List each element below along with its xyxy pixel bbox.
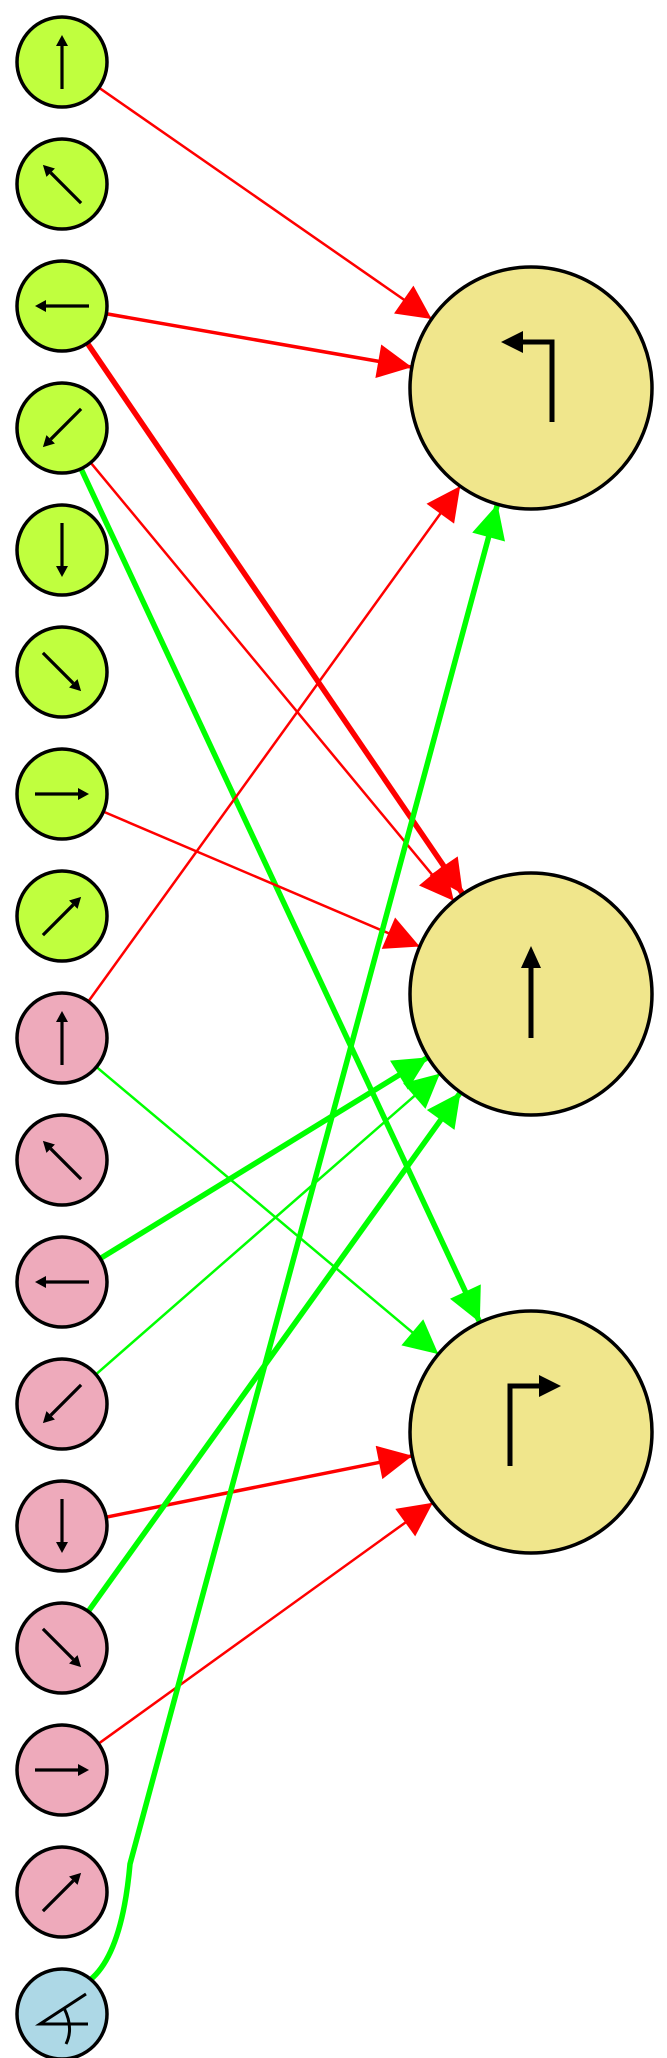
arrow-right-icon bbox=[35, 1764, 89, 1776]
output-node-out-left bbox=[408, 265, 654, 511]
arrow-up-icon bbox=[56, 1011, 68, 1065]
output-node-out-right bbox=[408, 1309, 654, 1555]
input-node-p-down-right bbox=[15, 1601, 109, 1695]
input-node-p-right bbox=[15, 1723, 109, 1817]
arrow-down-icon bbox=[56, 523, 68, 577]
arrow-down-left-icon bbox=[42, 1383, 83, 1424]
input-node-g-left bbox=[15, 259, 109, 353]
input-node-p-up-right bbox=[15, 1845, 109, 1939]
input-node-g-down-left bbox=[15, 381, 109, 475]
input-node-p-up bbox=[15, 991, 109, 1085]
arrow-up-right-icon bbox=[41, 1872, 82, 1913]
arrow-up-left-icon bbox=[42, 1140, 83, 1181]
forward-icon bbox=[521, 946, 541, 1038]
arrow-left-icon bbox=[35, 300, 89, 312]
edges-layer bbox=[78, 86, 506, 1983]
edge-p-down-right-to-out-forward bbox=[85, 1090, 463, 1614]
edge-p-left-to-out-forward bbox=[98, 1054, 430, 1261]
edge-p-right-to-out-right bbox=[97, 1501, 434, 1745]
arrow-down-icon bbox=[56, 1499, 68, 1553]
arrow-down-right-icon bbox=[41, 1627, 82, 1668]
arrow-down-left-icon bbox=[42, 407, 83, 448]
input-node-g-up bbox=[15, 15, 109, 109]
edge-g-left-to-out-left bbox=[106, 312, 413, 379]
input-node-b-angle bbox=[15, 1967, 109, 2058]
turn-left-icon bbox=[501, 331, 555, 422]
input-node-g-down bbox=[15, 503, 109, 597]
edge-p-down-left-to-out-forward bbox=[95, 1072, 441, 1376]
turn-right-icon bbox=[507, 1375, 561, 1466]
nodes-layer bbox=[15, 15, 654, 2058]
edge-g-down-left-to-out-forward bbox=[89, 461, 455, 902]
input-node-p-up-left bbox=[15, 1113, 109, 1207]
edge-g-left-to-out-forward bbox=[85, 341, 466, 896]
edge-p-down-to-out-right bbox=[105, 1445, 413, 1519]
arrow-up-icon bbox=[56, 35, 68, 89]
edge-g-up-to-out-left bbox=[98, 86, 433, 320]
input-node-p-down-left bbox=[15, 1357, 109, 1451]
arrow-down-right-icon bbox=[41, 651, 82, 692]
input-node-g-right bbox=[15, 747, 109, 841]
angle-icon bbox=[34, 1992, 88, 2045]
input-node-p-left bbox=[15, 1235, 109, 1329]
edge-g-down-left-to-out-right bbox=[78, 467, 483, 1324]
output-node-out-forward bbox=[408, 871, 654, 1117]
edge-g-right-to-out-forward bbox=[102, 810, 421, 949]
arrow-right-icon bbox=[35, 788, 89, 800]
arrow-left-icon bbox=[35, 1276, 89, 1288]
edge-p-up-to-out-left bbox=[87, 485, 462, 1003]
input-node-g-down-right bbox=[15, 625, 109, 719]
input-node-g-up-left bbox=[15, 137, 109, 231]
input-node-p-down bbox=[15, 1479, 109, 1573]
input-node-g-up-right bbox=[15, 869, 109, 963]
arrow-up-right-icon bbox=[41, 896, 82, 937]
edge-p-up-to-out-right bbox=[95, 1065, 440, 1356]
arrow-up-left-icon bbox=[42, 164, 83, 205]
edge-b-angle-to-out-left bbox=[88, 503, 506, 1983]
